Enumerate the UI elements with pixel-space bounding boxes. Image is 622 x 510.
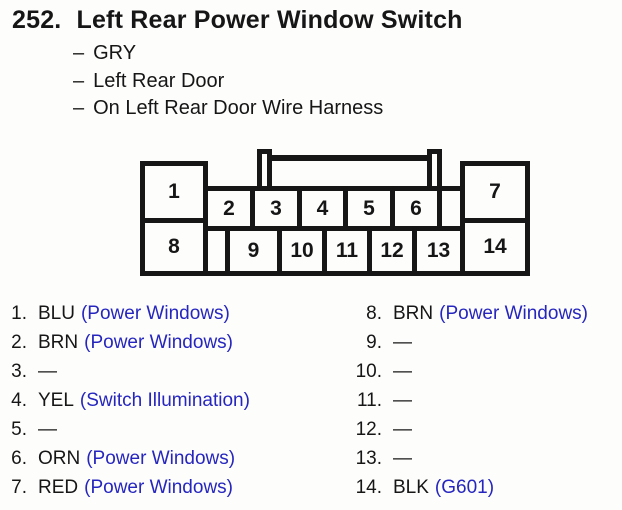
pin-function: (Power Windows) (80, 302, 230, 324)
note-connector-color: – GRY (73, 40, 383, 68)
pin-row-5: 5. — (10, 415, 250, 444)
pin-function: (Power Windows) (84, 331, 233, 353)
pin-number: 7. (11, 476, 27, 498)
pin-list-left: 1. BLU (Power Windows) 2. BRN (Power Win… (10, 299, 250, 502)
wire-color: — (393, 447, 412, 469)
wire-color: BRN (393, 302, 434, 324)
connector-pin-11: 11 (322, 226, 372, 276)
wire-color: — (38, 360, 57, 382)
connector-pin-3: 3 (250, 186, 302, 231)
wire-color: YEL (38, 389, 74, 411)
pin-number: 13. (355, 447, 382, 469)
wire-color: — (38, 418, 57, 440)
dash-bullet: – (73, 97, 85, 120)
pin-row-1: 1. BLU (Power Windows) (10, 299, 250, 328)
connector-pin-7: 7 (460, 161, 530, 223)
pin-number: 2. (11, 331, 27, 353)
pin-function: (G601) (434, 476, 495, 498)
pin-function: (Power Windows) (439, 302, 588, 324)
pin-row-8: 8. BRN (Power Windows) (330, 299, 588, 328)
note-text: GRY (93, 42, 137, 65)
pin-function: (Power Windows) (84, 476, 233, 498)
connector-pin-9: 9 (225, 226, 282, 276)
pin-number: 4. (11, 389, 27, 411)
connector-pin-6: 6 (390, 186, 442, 231)
pin-function: (Power Windows) (86, 447, 236, 469)
pin-number: 11. (356, 389, 382, 411)
pin-function: (Switch Illumination) (79, 389, 250, 411)
pin-number: 8. (366, 302, 382, 324)
connector-diagram: 1 2 3 4 5 6 7 8 9 10 11 12 13 14 (140, 147, 535, 279)
wire-color: — (393, 331, 412, 353)
pin-number: 14. (355, 476, 382, 498)
connector-pin-8: 8 (140, 218, 208, 276)
note-location: – Left Rear Door (73, 68, 383, 96)
item-number: 252. (12, 6, 62, 34)
connector-pin-4: 4 (297, 186, 348, 231)
pin-row-7: 7. RED (Power Windows) (10, 473, 250, 502)
connector-latch-tab-right (427, 149, 442, 191)
note-harness: – On Left Rear Door Wire Harness (73, 95, 383, 123)
pin-row-4: 4. YEL (Switch Illumination) (10, 386, 250, 415)
dash-bullet: – (73, 42, 85, 65)
connector-pin-10: 10 (277, 226, 327, 276)
wire-color: — (393, 389, 412, 411)
pin-number: 12. (355, 418, 382, 440)
pin-row-9: 9. — (330, 328, 588, 357)
note-text: Left Rear Door (93, 69, 225, 92)
connector-latch-tab-left (257, 149, 272, 191)
pin-number: 10. (355, 360, 382, 382)
connector-latch-bar (267, 155, 433, 161)
connector-notes: – GRY – Left Rear Door – On Left Rear Do… (73, 40, 383, 123)
pin-number: 5. (11, 418, 27, 440)
pin-list-right: 8. BRN (Power Windows) 9. — 10. — 11. — … (330, 299, 588, 502)
wire-color: RED (38, 476, 79, 498)
dash-bullet: – (73, 69, 85, 92)
wire-color: — (393, 360, 412, 382)
wire-color: BRN (38, 331, 79, 353)
connector-pin-14: 14 (460, 218, 530, 276)
connector-pin-1: 1 (140, 161, 208, 223)
note-text: On Left Rear Door Wire Harness (93, 97, 384, 120)
pin-number: 6. (11, 447, 27, 469)
connector-pin-2: 2 (203, 186, 255, 231)
pin-number: 9. (366, 331, 382, 353)
pin-row-12: 12. — (330, 415, 588, 444)
pin-row-6: 6. ORN (Power Windows) (10, 444, 250, 473)
title-text: Left Rear Power Window Switch (76, 6, 463, 34)
wire-color: — (393, 418, 412, 440)
pin-row-2: 2. BRN (Power Windows) (10, 328, 250, 357)
page-title: 252. Left Rear Power Window Switch (12, 6, 463, 35)
connector-pin-12: 12 (367, 226, 417, 276)
connector-pin-5: 5 (343, 186, 395, 231)
pin-number: 1. (11, 302, 27, 324)
pin-row-14: 14. BLK (G601) (330, 473, 588, 502)
pin-row-10: 10. — (330, 357, 588, 386)
wire-color: BLU (38, 302, 75, 324)
wire-color: BLK (393, 476, 429, 498)
connector-pin-13: 13 (412, 226, 465, 276)
wire-color: ORN (38, 447, 81, 469)
pin-row-13: 13. — (330, 444, 588, 473)
pin-row-3: 3. — (10, 357, 250, 386)
pin-row-11: 11. — (330, 386, 588, 415)
pin-number: 3. (11, 360, 27, 382)
